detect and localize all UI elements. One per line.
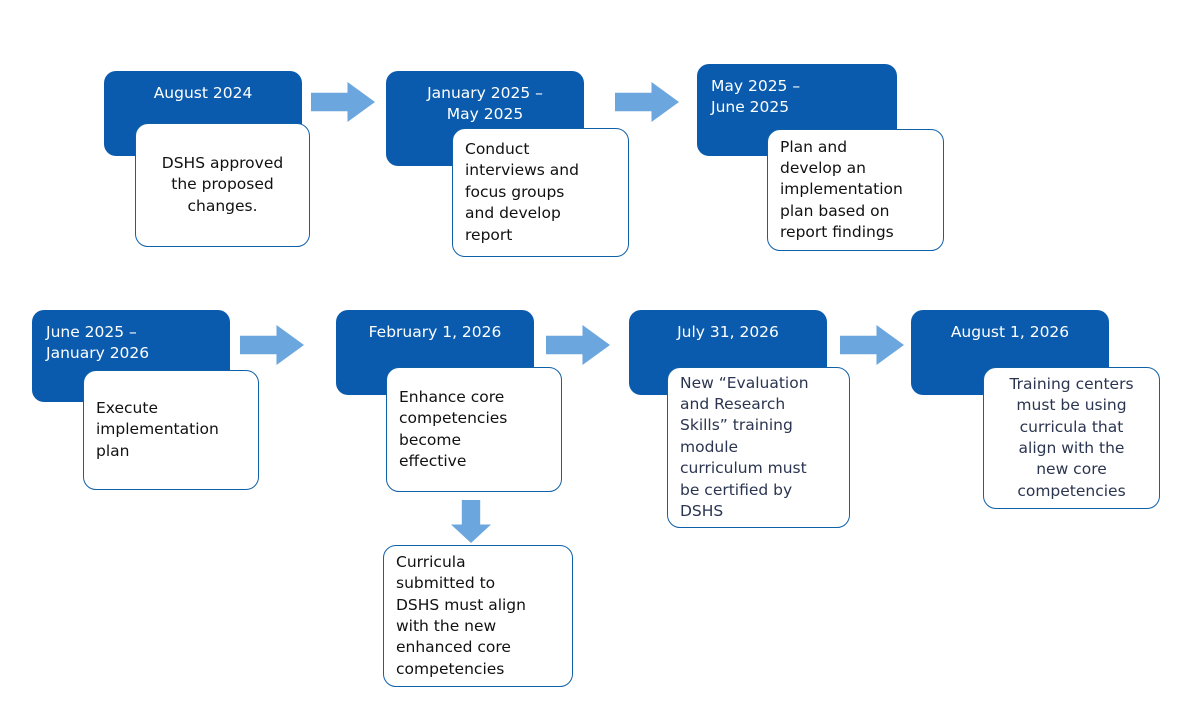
- arrow-right-icon: [615, 82, 679, 122]
- body-card-text: Plan and develop an implementation plan …: [780, 137, 903, 242]
- body-card-text: Execute implementation plan: [96, 398, 219, 460]
- body-card-august-1-2026[interactable]: Training centers must be using curricula…: [983, 367, 1160, 509]
- body-card-text: DSHS approved the proposed changes.: [161, 153, 284, 215]
- arrow-right-icon: [546, 325, 610, 365]
- arrow-right-icon: [240, 325, 304, 365]
- arrow-right-icon: [311, 82, 375, 122]
- body-card-august-2024[interactable]: DSHS approved the proposed changes.: [135, 123, 310, 247]
- arrow-right-icon: [840, 325, 904, 365]
- body-card-february-1-2026[interactable]: Enhance core competencies become effecti…: [386, 367, 562, 492]
- body-card-text: Conduct interviews and focus groups and …: [465, 140, 579, 244]
- body-card-july-31-2026[interactable]: New “Evaluation and Research Skills” tra…: [667, 367, 850, 528]
- body-card-january-may-2025[interactable]: Conduct interviews and focus groups and …: [452, 128, 629, 257]
- body-card-may-june-2025[interactable]: Plan and develop an implementation plan …: [767, 129, 944, 251]
- arrow-down-icon: [451, 500, 491, 543]
- body-card-text: Enhance core competencies become effecti…: [399, 387, 508, 470]
- body-card-text: Training centers must be using curricula…: [1009, 374, 1134, 500]
- body-card-june-2025-january-2026[interactable]: Execute implementation plan: [83, 370, 259, 490]
- body-card-text: Curricula submitted to DSHS must align w…: [396, 552, 526, 678]
- body-card-curricula-branch[interactable]: Curricula submitted to DSHS must align w…: [383, 545, 573, 687]
- body-card-text: New “Evaluation and Research Skills” tra…: [680, 373, 809, 520]
